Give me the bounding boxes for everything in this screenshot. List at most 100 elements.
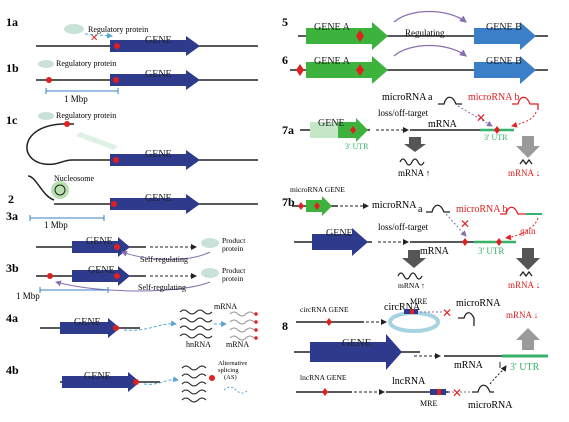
mre-label-lnc: MRE bbox=[420, 399, 437, 408]
gene-label-7b: GENE bbox=[326, 228, 353, 239]
gene-pale-7a bbox=[310, 122, 338, 138]
mrna-down-label-7a: mRNA ↓ bbox=[508, 168, 540, 178]
gene-arrow-7b bbox=[312, 228, 368, 256]
panel-label-1c: 1c bbox=[6, 113, 18, 127]
mrna-squiggle-up-7b bbox=[397, 272, 423, 280]
mrna-squiggle-down-7a bbox=[519, 158, 533, 166]
utr-label-8: 3' UTR bbox=[510, 362, 540, 373]
product-protein-blob-3b bbox=[201, 268, 219, 278]
microrna-b-hairpin-7a bbox=[512, 96, 539, 110]
loss-off-target-label-7a: loss/off-target bbox=[378, 108, 429, 118]
miRNA-b-target-arrow-7a bbox=[511, 111, 537, 128]
utr-label-7a: 3' UTR bbox=[345, 142, 369, 151]
regulatory-protein-label-1a: Regulatory protein bbox=[88, 25, 148, 34]
panel-label-1a: 1a bbox=[6, 15, 18, 29]
panel-label-4a: 4a bbox=[6, 311, 18, 325]
feedback-arrow-3a bbox=[121, 250, 211, 260]
panel-label-5: 5 bbox=[282, 15, 288, 29]
gene-arrow-1a bbox=[110, 36, 200, 56]
mrna-label-top-4a: mRNA bbox=[214, 302, 237, 311]
splice-site bbox=[209, 375, 215, 381]
regulatory-site-3a bbox=[114, 244, 120, 250]
microrna-a-suffix-7a: a bbox=[428, 92, 433, 103]
transcription-arrow-4a bbox=[123, 320, 177, 331]
circrna-ring bbox=[388, 311, 440, 333]
nucleosome-icon bbox=[51, 181, 69, 199]
hnrna-strands bbox=[179, 309, 213, 339]
microrna-b-hairpin-7b bbox=[500, 206, 526, 215]
miRNA-a-target-arrow-7a bbox=[457, 105, 493, 127]
mrna-change-arrow-8 bbox=[516, 328, 540, 350]
gene-label-4b: GENE bbox=[84, 371, 111, 382]
gene-label-4a: GENE bbox=[74, 317, 101, 328]
panel-label-2: 2 bbox=[8, 192, 14, 206]
gene-b-arrow-5 bbox=[474, 22, 536, 50]
alternative-splicing-strands bbox=[181, 365, 207, 403]
self-regulating-label-3b: Self-regulating bbox=[138, 283, 186, 292]
microrna-b-label-7a: microRNA b bbox=[468, 92, 519, 103]
transcription-arrow-4b bbox=[143, 376, 179, 385]
as-output-squiggle bbox=[223, 386, 249, 394]
nucleosome-label: Nucleosome bbox=[54, 174, 94, 183]
block-cross-icon: ✕ bbox=[452, 386, 462, 400]
gene-a-label-6: GENE A bbox=[314, 56, 351, 67]
regulatory-site-2 bbox=[111, 201, 117, 207]
mrna-up-label-7b: mRNA ↑ bbox=[398, 281, 425, 290]
block-cross-icon: ✕ bbox=[90, 33, 98, 44]
feedback-arrow-3b bbox=[55, 280, 211, 292]
microrna-a-hairpin-7a bbox=[438, 96, 462, 105]
scale-label-1b: 1 Mbp bbox=[64, 94, 88, 104]
product-label-line1-3b: Product bbox=[222, 266, 246, 275]
gene-label-2: GENE bbox=[145, 193, 172, 204]
panel-label-3a: 3a bbox=[6, 209, 18, 223]
microrna-hairpin-circ bbox=[458, 312, 475, 326]
distal-site-1b bbox=[46, 77, 52, 83]
regulatory-protein-label-1c: Regulatory protein bbox=[56, 111, 116, 120]
mrna-down-label-8: mRNA ↓ bbox=[506, 310, 538, 320]
gene-a-label-5: GENE A bbox=[314, 22, 351, 33]
gene-label-1b: GENE bbox=[145, 69, 172, 80]
regulatory-site-6 bbox=[356, 64, 364, 76]
mrna-strands bbox=[229, 311, 255, 341]
regulatory-site-1c bbox=[113, 157, 119, 163]
miRNA-a-target-arrow-7b bbox=[445, 213, 467, 237]
lncrna-label: lncRNA bbox=[392, 376, 426, 387]
up-arrow-7a bbox=[404, 137, 426, 152]
self-regulating-label-3a: Self-regulating bbox=[140, 255, 188, 264]
mrna-label-7b: mRNA bbox=[420, 246, 450, 257]
lncrna-gene-label: lncRNA GENE bbox=[300, 373, 347, 382]
gene-label-3a: GENE bbox=[86, 236, 113, 247]
gene-label-8: GENE bbox=[342, 337, 372, 349]
regulatory-site-5 bbox=[356, 30, 364, 42]
block-cross-icon: ✕ bbox=[442, 306, 452, 320]
mrna-squiggle-down-7b bbox=[519, 270, 533, 278]
regulating-arrow-5 bbox=[393, 10, 467, 23]
gene-a-arrow-5 bbox=[306, 22, 388, 50]
gene-a-arrow-6 bbox=[306, 56, 388, 84]
gene-b-label-6: GENE B bbox=[486, 56, 522, 67]
panel-label-4b: 4b bbox=[6, 363, 19, 377]
loss-off-target-label-7b: loss/off-target bbox=[378, 222, 429, 232]
panel-label-7a: 7a bbox=[282, 123, 294, 137]
circrna-label: circRNA bbox=[384, 302, 421, 313]
gene-label-1c: GENE bbox=[145, 149, 172, 160]
product-protein-blob-3a bbox=[201, 238, 219, 248]
microrna-a-hairpin-7b bbox=[426, 204, 450, 213]
utr-label-mrna-7a: 3' UTR bbox=[484, 133, 508, 142]
as-label-line1: Alternative bbox=[218, 360, 247, 367]
target-site-7a bbox=[350, 126, 356, 134]
product-label-line2-3b: protein bbox=[222, 274, 243, 283]
regulatory-protein-label-1b: Regulatory protein bbox=[56, 59, 116, 68]
gain-label-7b: gain bbox=[520, 226, 536, 236]
distal-site-3b bbox=[47, 273, 53, 279]
gene-arrow-1c bbox=[110, 150, 200, 170]
regulatory-site-1b bbox=[113, 77, 119, 83]
microrna-label-lnc: microRNA bbox=[468, 400, 513, 411]
microrna-a-label-7a: microRNA bbox=[382, 92, 427, 103]
regulatory-protein-blob bbox=[64, 24, 84, 34]
regulating-label-5: Regulating bbox=[405, 28, 445, 38]
gene-arrow-4b bbox=[62, 372, 140, 392]
mrna-label-4a: mRNA bbox=[226, 340, 249, 349]
up-arrow-7b bbox=[402, 250, 426, 268]
